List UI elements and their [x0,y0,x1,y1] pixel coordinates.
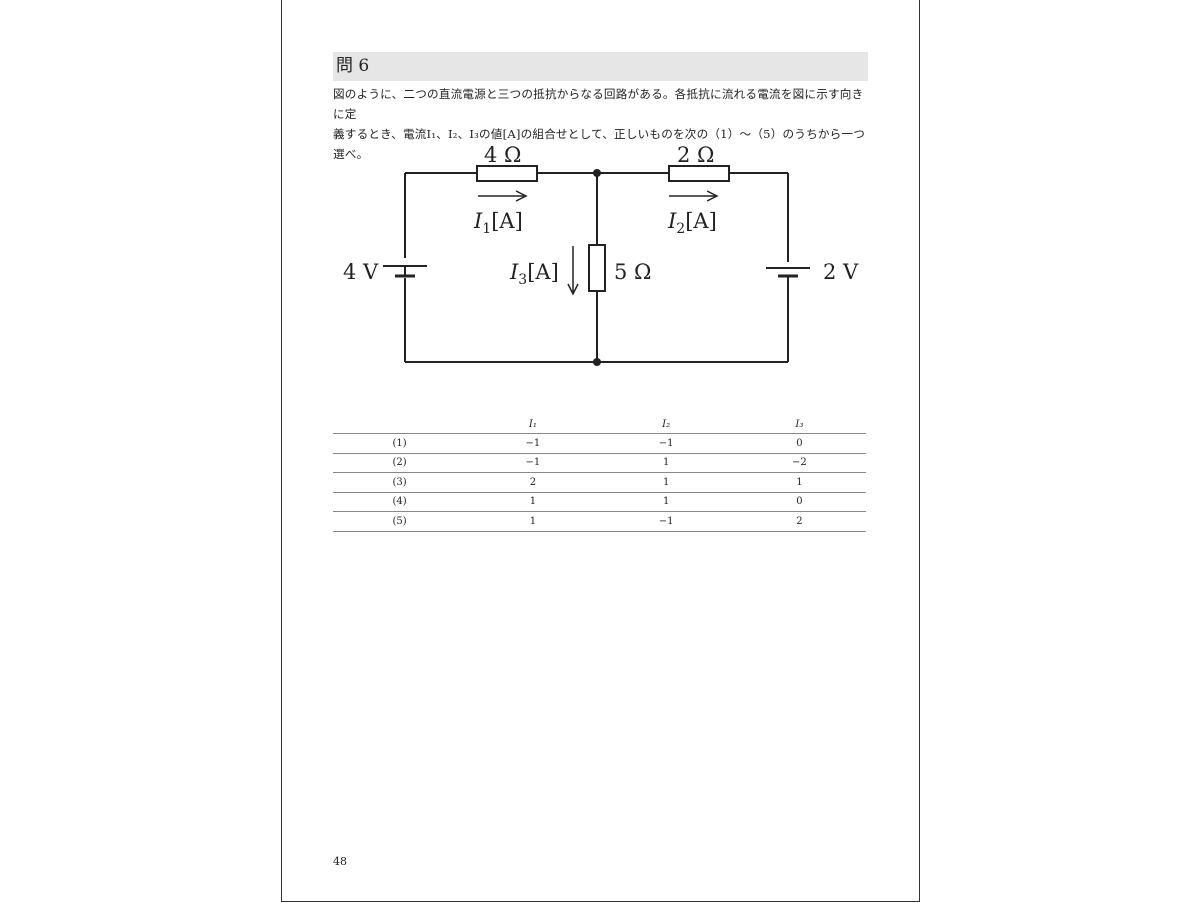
resistor-5ohm [588,244,606,292]
cell: 1 [529,496,537,508]
header-cell: I₁ [528,419,537,430]
cell: −1 [525,457,541,469]
label-i1: I1[A] [473,209,523,237]
question-text: 図のように、二つの直流電源と三つの抵抗からなる回路がある。各抵抗に流れる電流を図… [333,84,873,164]
cell: −1 [525,437,541,449]
cell: 1 [662,496,670,508]
label-v2: 2 V [823,260,859,284]
junction-bottom [593,358,601,366]
cell: 2 [529,476,537,488]
cell: (1) [392,437,407,449]
cell: 2 [796,515,803,527]
label-r2: 2 Ω [677,143,714,167]
cell: 1 [796,476,803,488]
cell: 1 [529,515,537,527]
table-row: (4) 1 1 0 [333,492,866,512]
page-number: 48 [333,855,347,868]
cell: −1 [658,437,674,449]
cell: 0 [796,496,803,508]
table-header-row: I₁ I₂ I₃ [333,416,866,434]
table-row: (2) −1 1 −2 [333,453,866,473]
table-row: (5) 1 −1 2 [333,512,866,531]
label-v1: 4 V [343,260,379,284]
header-cell: I₂ [662,419,671,430]
question-text-line: 図のように、二つの直流電源と三つの抵抗からなる回路がある。各抵抗に流れる電流を図… [333,87,864,121]
label-i2: I2[A] [667,209,717,237]
cell: −2 [792,457,807,469]
question-text-line: 義するとき、電流I₁、I₂、I₃の値[A]の組合せとして、正しいものを次の（1）… [333,127,866,161]
cell: (3) [392,476,407,488]
header-cell: I₃ [795,419,804,430]
table-row: (3) 2 1 1 [333,473,866,492]
header-cell [333,416,466,434]
arrow-i3-icon [567,246,579,296]
question-title: 問 6 [333,52,868,81]
answer-table: I₁ I₂ I₃ (1) −1 −1 0 (2) −1 1 −2 (3) 2 1 1 (4) 1 1 0… [333,416,866,532]
arrow-i2-icon [669,190,719,202]
cell: (4) [392,496,407,508]
junction-top [593,169,601,177]
resistor-4ohm [476,165,538,182]
table-row: (1) −1 −1 0 [333,434,866,453]
cell: 0 [796,437,803,449]
label-r3: 5 Ω [614,260,651,284]
label-i3: I3[A] [509,260,559,288]
cell: 1 [662,476,670,488]
page [281,0,920,902]
arrow-i1-icon [478,190,528,202]
cell: 1 [662,457,670,469]
label-r1: 4 Ω [484,143,521,167]
cell: −1 [658,515,674,527]
resistor-2ohm [668,165,730,182]
cell: (2) [392,457,407,469]
cell: (5) [392,515,407,527]
